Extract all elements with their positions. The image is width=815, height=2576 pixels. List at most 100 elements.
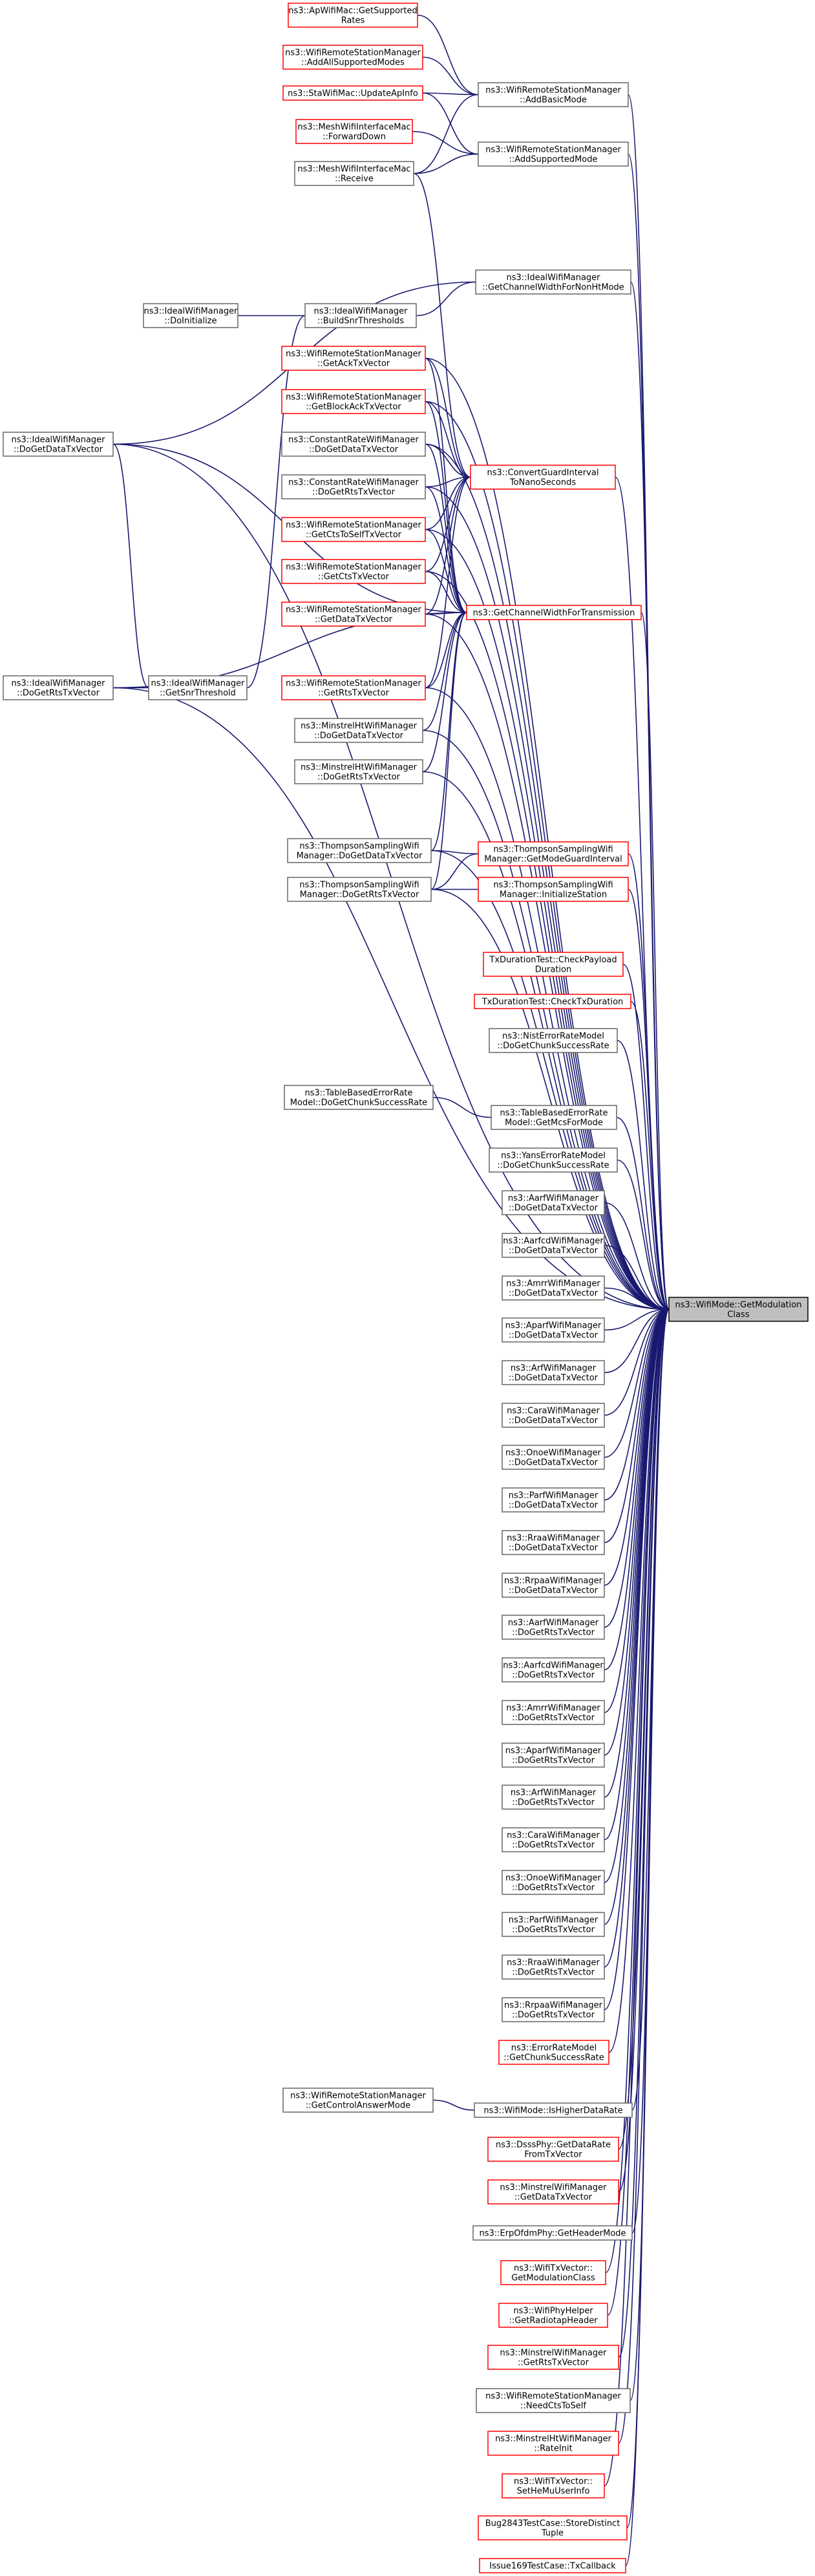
function-node[interactable]: ns3::WifiMode::IsHigherDataRate [474,2102,633,2118]
function-node[interactable]: ns3::WifiRemoteStationManager::GetCtsTxV… [281,559,426,584]
call-edge [624,279,670,1310]
node-label: ::RateInit [534,2444,572,2454]
node-label: ns3::WifiRemoteStationManager [485,86,621,96]
function-node[interactable]: ns3::AarfcdWifiManager::DoGetDataTxVecto… [502,1233,605,1258]
function-node[interactable]: ns3::WifiRemoteStationManager::AddSuppor… [478,141,629,167]
function-node[interactable]: ns3::IdealWifiManager::GetSnrThreshold [148,675,248,700]
node-label: ns3::IdealWifiManager [151,679,245,689]
function-node[interactable]: ns3::TableBasedErrorRateModel::GetMcsFor… [491,1105,617,1130]
call-edge [598,1308,670,1418]
function-node[interactable]: ns3::TableBasedErrorRateModel::DoGetChun… [284,1085,434,1110]
function-node[interactable]: ns3::WifiRemoteStationManager::GetContro… [282,2088,434,2113]
function-node[interactable]: ns3::WifiRemoteStationManager::AddAllSup… [282,45,423,70]
function-node[interactable]: ns3::WifiTxVector::GetModulationClass [500,2260,606,2285]
function-node[interactable]: ns3::ParfWifiManager::DoGetDataTxVector [502,1487,605,1513]
node-label: ::GetAckTxVector [317,359,390,369]
function-node[interactable]: ns3::OnoeWifiManager::DoGetDataTxVector [502,1445,605,1470]
function-node[interactable]: ns3::ArfWifiManager::DoGetDataTxVector [502,1360,605,1385]
node-box [502,1360,605,1385]
node-box [502,1530,605,1555]
function-node[interactable]: ns3::WifiRemoteStationManager::GetCtsToS… [281,517,426,542]
node-label: ns3::ArfWifiManager [511,1364,597,1374]
call-edge [601,1308,670,2318]
node-box [472,2225,633,2241]
node-box [668,1297,809,1322]
function-node[interactable]: ns3::IdealWifiManager::BuildSnrThreshold… [304,303,417,328]
node-box [479,2558,626,2573]
function-node[interactable]: ns3::AparfWifiManager::DoGetDataTxVector [502,1317,605,1343]
node-box [502,1954,605,1980]
function-node[interactable]: ns3::RraaWifiManager::DoGetDataTxVector [502,1530,605,1555]
call-edge [425,848,670,1310]
function-node[interactable]: ns3::WifiRemoteStationManager::GetDataTx… [281,602,426,627]
node-label: ns3::ApWifiMac::GetSupported [288,6,417,16]
function-node[interactable]: ns3::RrpaaWifiManager::DoGetDataTxVector [502,1573,605,1598]
node-box [487,2345,619,2370]
node-label: Tuple [541,2529,564,2539]
function-node[interactable]: ns3::ThompsonSamplingWifiManager::Initia… [478,877,629,902]
function-node[interactable]: ns3::AmrrWifiManager::DoGetDataTxVector [502,1275,605,1301]
function-node[interactable]: ns3::RrpaaWifiManager::DoGetRtsTxVector [502,1997,605,2022]
function-node[interactable]: ns3::WifiRemoteStationManager::GetAckTxV… [281,346,426,371]
function-node[interactable]: ns3::StaWifiMac::UpdateApInfo [282,85,423,101]
function-node[interactable]: ns3::AarfWifiManager::DoGetDataTxVector [502,1190,605,1215]
function-node[interactable]: ns3::MinstrelWifiManager::GetRtsTxVector [487,2345,619,2370]
node-label: Rates [341,16,365,26]
node-label: ns3::AarfcdWifiManager [503,1661,604,1671]
node-label: Duration [535,965,571,975]
function-node[interactable]: ns3::MeshWifiInterfaceMac::ForwardDown [295,119,413,144]
function-node[interactable]: ns3::MinstrelHtWifiManager::DoGetRtsTxVe… [294,759,423,784]
node-label: ns3::IdealWifiManager [506,273,600,283]
function-node[interactable]: ns3::WifiRemoteStationManager::NeedCtsTo… [476,2388,631,2413]
function-node[interactable]: ns3::YansErrorRateModel::DoGetChunkSucce… [489,1147,618,1173]
function-node[interactable]: ns3::IdealWifiManager::GetChannelWidthFo… [475,269,631,295]
function-node[interactable]: ns3::WifiRemoteStationManager::GetRtsTxV… [281,675,426,700]
function-node[interactable]: ns3::CaraWifiManager::DoGetRtsTxVector [502,1827,605,1852]
function-node[interactable]: ns3::ThompsonSamplingWifiManager::DoGetD… [287,838,432,863]
node-box [502,1743,605,1768]
node-box [3,675,114,700]
function-node[interactable]: ns3::ErrorRateModel::GetChunkSuccessRate [498,2040,609,2065]
function-node[interactable]: TxDurationTest::CheckTxDuration [474,994,631,1009]
function-node[interactable]: ns3::WifiTxVector::SetHeMuUserInfo [502,2473,605,2498]
function-node[interactable]: ns3::WifiRemoteStationManager::AddBasicM… [478,82,629,107]
function-node[interactable]: ns3::OnoeWifiManager::DoGetRtsTxVector [502,1870,605,1895]
function-node[interactable]: ns3::AparfWifiManager::DoGetRtsTxVector [502,1743,605,1768]
function-node[interactable]: ns3::RraaWifiManager::DoGetRtsTxVector [502,1954,605,1980]
function-node[interactable]: ns3::CaraWifiManager::DoGetDataTxVector [502,1403,605,1428]
function-node[interactable]: ns3::ParfWifiManager::DoGetRtsTxVector [502,1912,605,1937]
function-node[interactable]: ns3::IdealWifiManager::DoGetRtsTxVector [3,675,114,700]
function-node[interactable]: ns3::AarfcdWifiManager::DoGetRtsTxVector [502,1657,605,1682]
node-box [284,1085,434,1110]
node-box [294,759,423,784]
function-node[interactable]: ns3::MinstrelHtWifiManager::RateInit [487,2431,619,2456]
node-label: ::DoGetRtsTxVector [512,1713,595,1723]
function-node[interactable]: ns3::IdealWifiManager::DoGetDataTxVector [3,432,114,457]
function-node[interactable]: Issue169TestCase::TxCallback [479,2558,626,2573]
node-label: ns3::MeshWifiInterfaceMac [297,123,410,132]
function-node[interactable]: ns3::MeshWifiInterfaceMac::Receive [294,161,414,186]
function-node[interactable]: ns3::WifiRemoteStationManager::GetBlockA… [281,389,426,414]
function-node[interactable]: ns3::MinstrelWifiManager::GetDataTxVecto… [487,2179,619,2204]
function-node[interactable]: ns3::ThompsonSamplingWifiManager::GetMod… [478,841,629,866]
function-node[interactable]: ns3::ArfWifiManager::DoGetRtsTxVector [502,1785,605,1810]
function-node[interactable]: ns3::MinstrelHtWifiManager::DoGetDataTxV… [294,718,423,743]
function-node[interactable]: ns3::IdealWifiManager::DoInitialize [143,303,238,328]
function-node[interactable]: ns3::AmrrWifiManager::DoGetRtsTxVector [502,1700,605,1725]
function-node[interactable]: ns3::ThompsonSamplingWifiManager::DoGetR… [287,877,432,902]
function-node[interactable]: ns3::ErpOfdmPhy::GetHeaderMode [472,2225,633,2241]
function-node[interactable]: ns3::ConstantRateWifiManager::DoGetRtsTx… [281,474,426,499]
call-edge [407,153,479,176]
function-node[interactable]: ns3::AarfWifiManager::DoGetRtsTxVector [502,1615,605,1640]
function-node[interactable]: ns3::NistErrorRateModel::DoGetChunkSucce… [489,1028,618,1053]
target-node[interactable]: ns3::WifiMode::GetModulationClass [668,1297,809,1322]
function-node[interactable]: ns3::ConstantRateWifiManager::DoGetDataT… [281,432,426,457]
function-node[interactable]: ns3::WifiPhyHelper::GetRadiotapHeader [498,2303,608,2328]
function-node[interactable]: ns3::GetChannelWidthForTransmission [466,605,642,620]
